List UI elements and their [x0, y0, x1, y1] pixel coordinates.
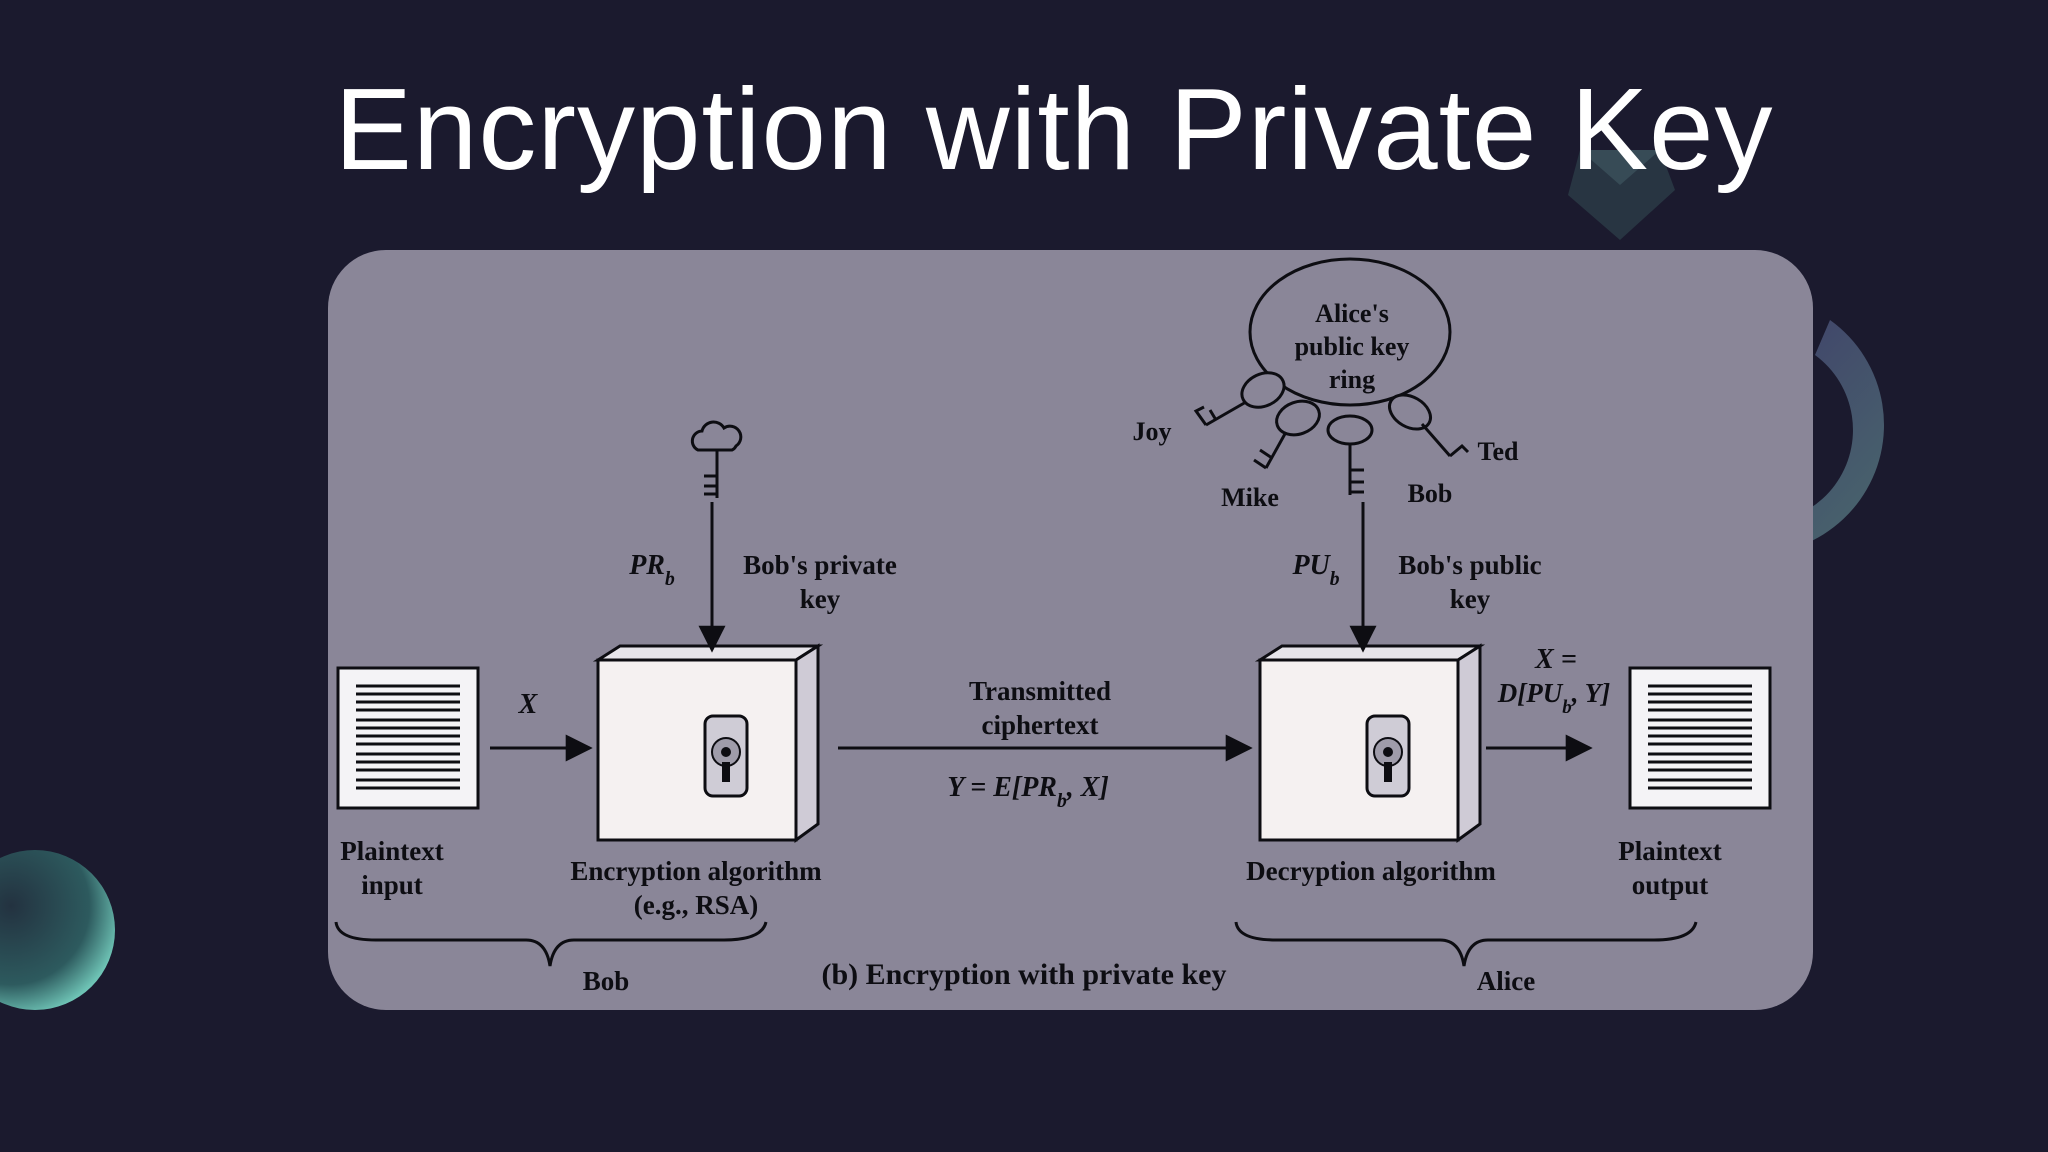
output-formula: X = — [1534, 644, 1577, 675]
transmitted-ciphertext-label: ciphertext — [982, 710, 1099, 740]
plaintext-output-label: Plaintext — [1618, 836, 1721, 866]
group-label-bob: Bob — [583, 966, 630, 996]
lock-icon — [1365, 714, 1411, 798]
brace-alice — [1234, 921, 1698, 967]
transmitted-ciphertext-label: Transmitted — [969, 676, 1111, 706]
private-key-label: Bob's private — [743, 550, 897, 580]
ring-key-icon — [1193, 371, 1470, 495]
decryption-algorithm-label: Decryption algorithm — [1246, 856, 1496, 886]
plaintext-input-label: Plaintext — [340, 836, 443, 866]
public-key-symbol: PUb — [1291, 550, 1339, 590]
brace-bob — [334, 921, 768, 967]
encryption-diagram: Plaintext input X Encryption algorithm (… — [334, 257, 1772, 996]
key-ring — [1248, 257, 1452, 407]
plaintext-output-document-icon — [1628, 666, 1772, 810]
ring-name-bob: Bob — [1408, 479, 1453, 508]
ring-name-mike: Mike — [1221, 483, 1279, 512]
key-ring-label: public key — [1295, 332, 1410, 361]
encryption-algorithm-label: (e.g., RSA) — [634, 890, 758, 920]
diagram-caption: (b) Encryption with private key — [822, 958, 1227, 991]
input-symbol: X — [518, 689, 539, 720]
ring-name-joy: Joy — [1133, 417, 1172, 446]
private-key-symbol: PRb — [628, 550, 675, 590]
private-key-label: key — [800, 584, 841, 614]
decryption-box — [1254, 643, 1486, 843]
encryption-box — [592, 643, 824, 843]
decor-ring-arc — [1680, 320, 1884, 555]
group-label-alice: Alice — [1477, 966, 1535, 996]
key-ring-label: Alice's — [1315, 299, 1389, 328]
output-formula: D[PUb, Y] — [1497, 678, 1610, 718]
diagram-panel — [328, 250, 1813, 1010]
cipher-formula: Y = E[PRb, X] — [947, 772, 1109, 812]
lock-icon — [703, 714, 749, 798]
decor-cube — [1568, 150, 1675, 240]
encryption-algorithm-label: Encryption algorithm — [570, 856, 822, 886]
ring-name-ted: Ted — [1478, 437, 1519, 466]
decor-sphere — [0, 850, 115, 1010]
public-key-label: Bob's public — [1398, 550, 1541, 580]
plaintext-output-label: output — [1632, 870, 1709, 900]
slide-title: Encryption with Private Key — [334, 64, 1774, 194]
plaintext-input-document-icon — [336, 666, 480, 810]
key-ring-label: ring — [1329, 365, 1375, 394]
plaintext-input-label: input — [361, 870, 423, 900]
public-key-label: key — [1450, 584, 1491, 614]
private-key-icon — [690, 420, 743, 498]
